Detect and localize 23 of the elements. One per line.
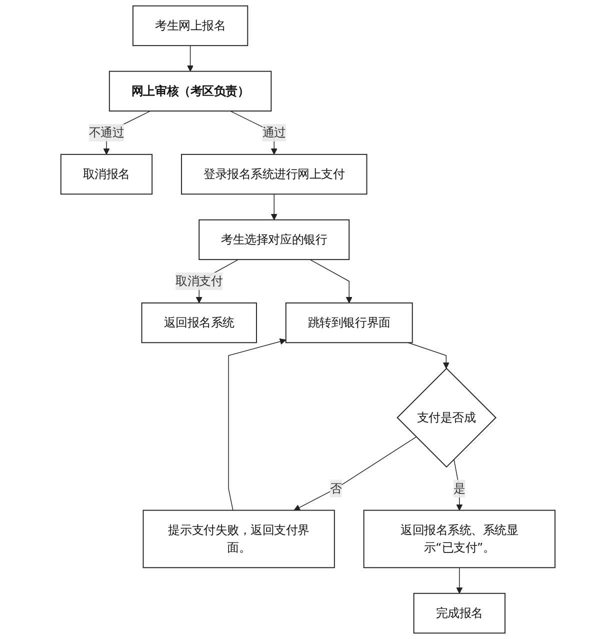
node-box: 返回报名系统	[140, 302, 256, 344]
edge-label: 取消支付	[175, 274, 222, 288]
node-box: 取消报名	[60, 154, 152, 195]
node-box: 跳转到银行界面	[284, 302, 412, 344]
node-box: 网上审核（考区负责）	[108, 70, 272, 112]
arrow	[293, 436, 416, 511]
arrow	[407, 342, 449, 369]
node-diamond: 支付是否成	[396, 368, 496, 468]
edge-label: 不通过	[88, 125, 124, 140]
node-box: 完成报名	[412, 592, 506, 634]
edge-label: 是	[453, 481, 465, 496]
node-box: 登录报名系统进行网上支付	[180, 154, 367, 195]
arrow	[309, 259, 352, 304]
edge-label: 否	[330, 481, 342, 496]
node-box: 返回报名系统、系统显示“已支付”。	[362, 510, 556, 568]
node-box: 考生选择对应的银行	[198, 219, 350, 260]
node-box: 提示支付失败，返回支付界面。	[142, 510, 334, 568]
arrow	[270, 194, 277, 220]
arrow	[186, 45, 194, 72]
arrow	[456, 567, 462, 594]
edge-label: 通过	[262, 125, 286, 140]
arrow	[228, 338, 286, 511]
node-box: 考生网上报名	[132, 5, 248, 46]
